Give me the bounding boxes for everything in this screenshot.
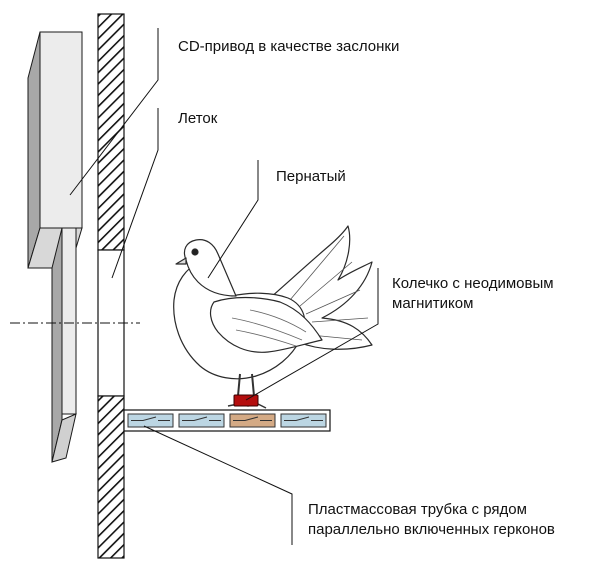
cd-drive-face [39, 31, 83, 229]
wall-upper [97, 13, 125, 251]
label-tube: Пластмассовая трубка с рядом параллельно… [308, 500, 555, 540]
magnet-ring [233, 394, 259, 407]
cd-tray-face [61, 227, 77, 415]
label-cd-drive: CD-привод в качестве заслонки [178, 38, 400, 55]
label-magnet-ring-line1: Колечко с неодимовым [392, 275, 554, 292]
wall-lower [97, 395, 125, 559]
reed-switch [178, 413, 225, 428]
leader-cd-drive [69, 28, 159, 196]
reed-switch [229, 413, 276, 428]
wall [97, 13, 125, 559]
label-magnet-ring: Колечко с неодимовым магнитиком [392, 274, 554, 314]
leader-lines [69, 28, 379, 545]
reed-switch [280, 413, 327, 428]
label-magnet-ring-line2: магнитиком [392, 295, 474, 312]
leader-entrance [111, 108, 159, 279]
plastic-tube [123, 409, 331, 432]
leader-ring [245, 268, 379, 401]
label-entrance: Леток [178, 110, 218, 127]
tube-body [123, 409, 331, 432]
label-bird: Пернатый [276, 168, 346, 185]
reed-contact [131, 416, 170, 421]
reed-switch [127, 413, 174, 428]
label-tube-line2: параллельно включенных герконов [308, 521, 555, 538]
pigeon-illustration [173, 225, 373, 409]
wing-feather-lines [231, 309, 307, 347]
tail-feather-lines [289, 235, 369, 341]
pigeon-eye [191, 248, 199, 256]
reed-contact [284, 416, 323, 421]
pigeon-wing [209, 296, 323, 353]
leader-tube [143, 425, 293, 545]
reed-contact [233, 416, 272, 421]
pigeon-legs [237, 373, 255, 397]
reed-contact [182, 416, 221, 421]
cd-drive-shutter [27, 31, 83, 463]
pigeon-beak [175, 257, 187, 265]
cd-tray-bottom [51, 413, 77, 463]
leader-bird [207, 160, 259, 279]
label-tube-line1: Пластмассовая трубка с рядом [308, 501, 527, 518]
